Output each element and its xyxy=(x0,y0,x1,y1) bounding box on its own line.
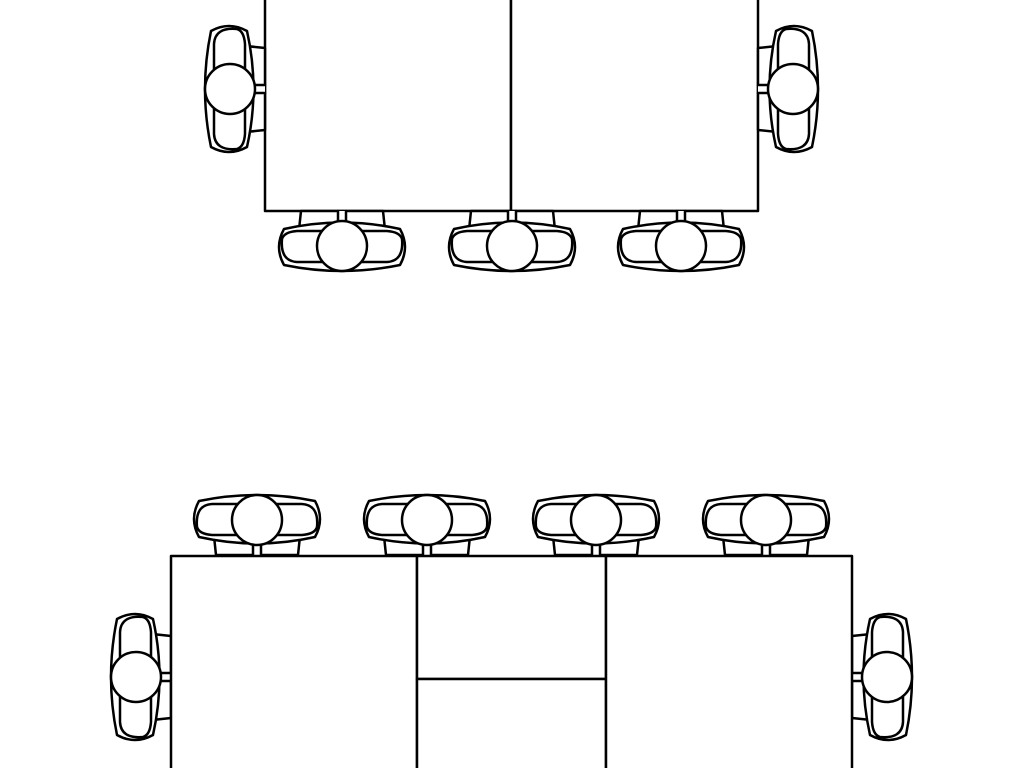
table xyxy=(604,554,854,768)
seat xyxy=(192,493,322,557)
table xyxy=(415,554,608,681)
seat xyxy=(277,209,407,273)
seat xyxy=(756,24,820,154)
bottom-table-arrangement xyxy=(109,493,914,768)
seat xyxy=(701,493,831,557)
table xyxy=(415,677,608,768)
top-table-arrangement xyxy=(203,0,820,273)
seat xyxy=(109,612,173,742)
seat xyxy=(203,24,267,154)
table xyxy=(263,0,513,213)
table xyxy=(169,554,419,768)
seat xyxy=(447,209,577,273)
seat xyxy=(362,493,492,557)
seat xyxy=(850,612,914,742)
table xyxy=(509,0,760,213)
seat xyxy=(616,209,746,273)
seat xyxy=(531,493,661,557)
